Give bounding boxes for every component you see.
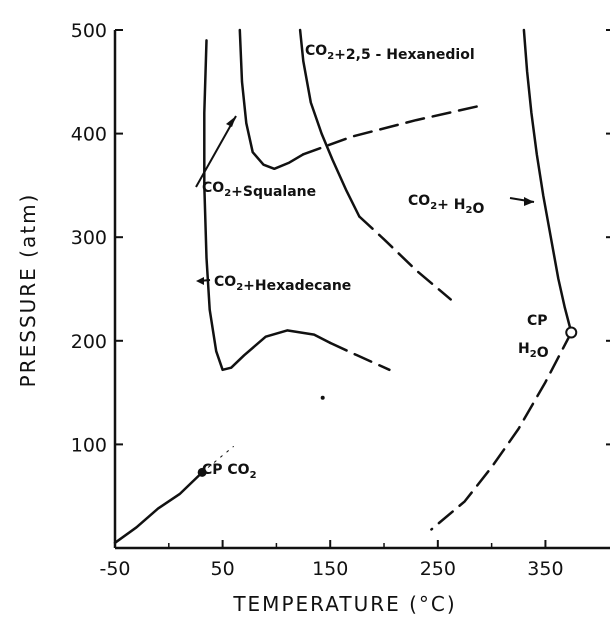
- annotation-label: CP CO2: [202, 462, 257, 481]
- arrow-head: [226, 116, 236, 127]
- annotation-label: CO2+Squalane: [202, 180, 316, 200]
- series-line-9: [430, 331, 573, 531]
- x-tick-label: 150: [312, 558, 348, 580]
- annotation-arrow: [195, 115, 237, 188]
- arrow-head: [524, 197, 534, 206]
- y-tick-label: 500: [71, 20, 107, 42]
- series-line-6: [298, 28, 361, 218]
- annotation-label: CO2+ H2O: [408, 193, 484, 217]
- series-line-1: [201, 446, 234, 473]
- critical-point-marker: [197, 467, 207, 477]
- x-axis-title: TEMPERATURE (°C): [232, 592, 456, 616]
- annotation-layer: CO2+2,5 - HexanediolCO2+SqualaneCO2+Hexa…: [195, 43, 549, 481]
- x-tick-label: 350: [527, 558, 563, 580]
- series-line-2: [203, 39, 332, 372]
- x-tick-label: -50: [99, 558, 130, 580]
- marker-layer: [197, 326, 578, 477]
- series-line-3: [328, 341, 391, 372]
- x-tick-label: 250: [420, 558, 456, 580]
- y-tick-label: 100: [71, 434, 107, 456]
- series-layer: [113, 28, 573, 545]
- y-axis-title: PRESSURE (atm): [16, 193, 40, 388]
- annotation-label: CP: [527, 313, 548, 329]
- series-line-0: [113, 471, 204, 545]
- annotation-label: CO2+2,5 - Hexanediol: [305, 43, 475, 63]
- series-line-5: [302, 104, 483, 156]
- series-line-7: [358, 215, 452, 301]
- annotation-label: CO2+Hexadecane: [214, 274, 351, 294]
- arrow-head: [196, 277, 204, 285]
- critical-point-marker: [565, 326, 578, 339]
- annotation-label: H2O: [518, 341, 549, 361]
- y-tick-label: 300: [71, 227, 107, 249]
- y-tick-label: 400: [71, 124, 107, 146]
- y-tick-label: 200: [71, 331, 107, 353]
- x-tick-label: 50: [211, 558, 235, 580]
- series-line-4: [238, 28, 305, 171]
- series-line-8: [522, 28, 573, 334]
- data-point-dot: [320, 395, 325, 400]
- axes: -50 50 150 250 350 100 200 300 400 500: [71, 20, 610, 580]
